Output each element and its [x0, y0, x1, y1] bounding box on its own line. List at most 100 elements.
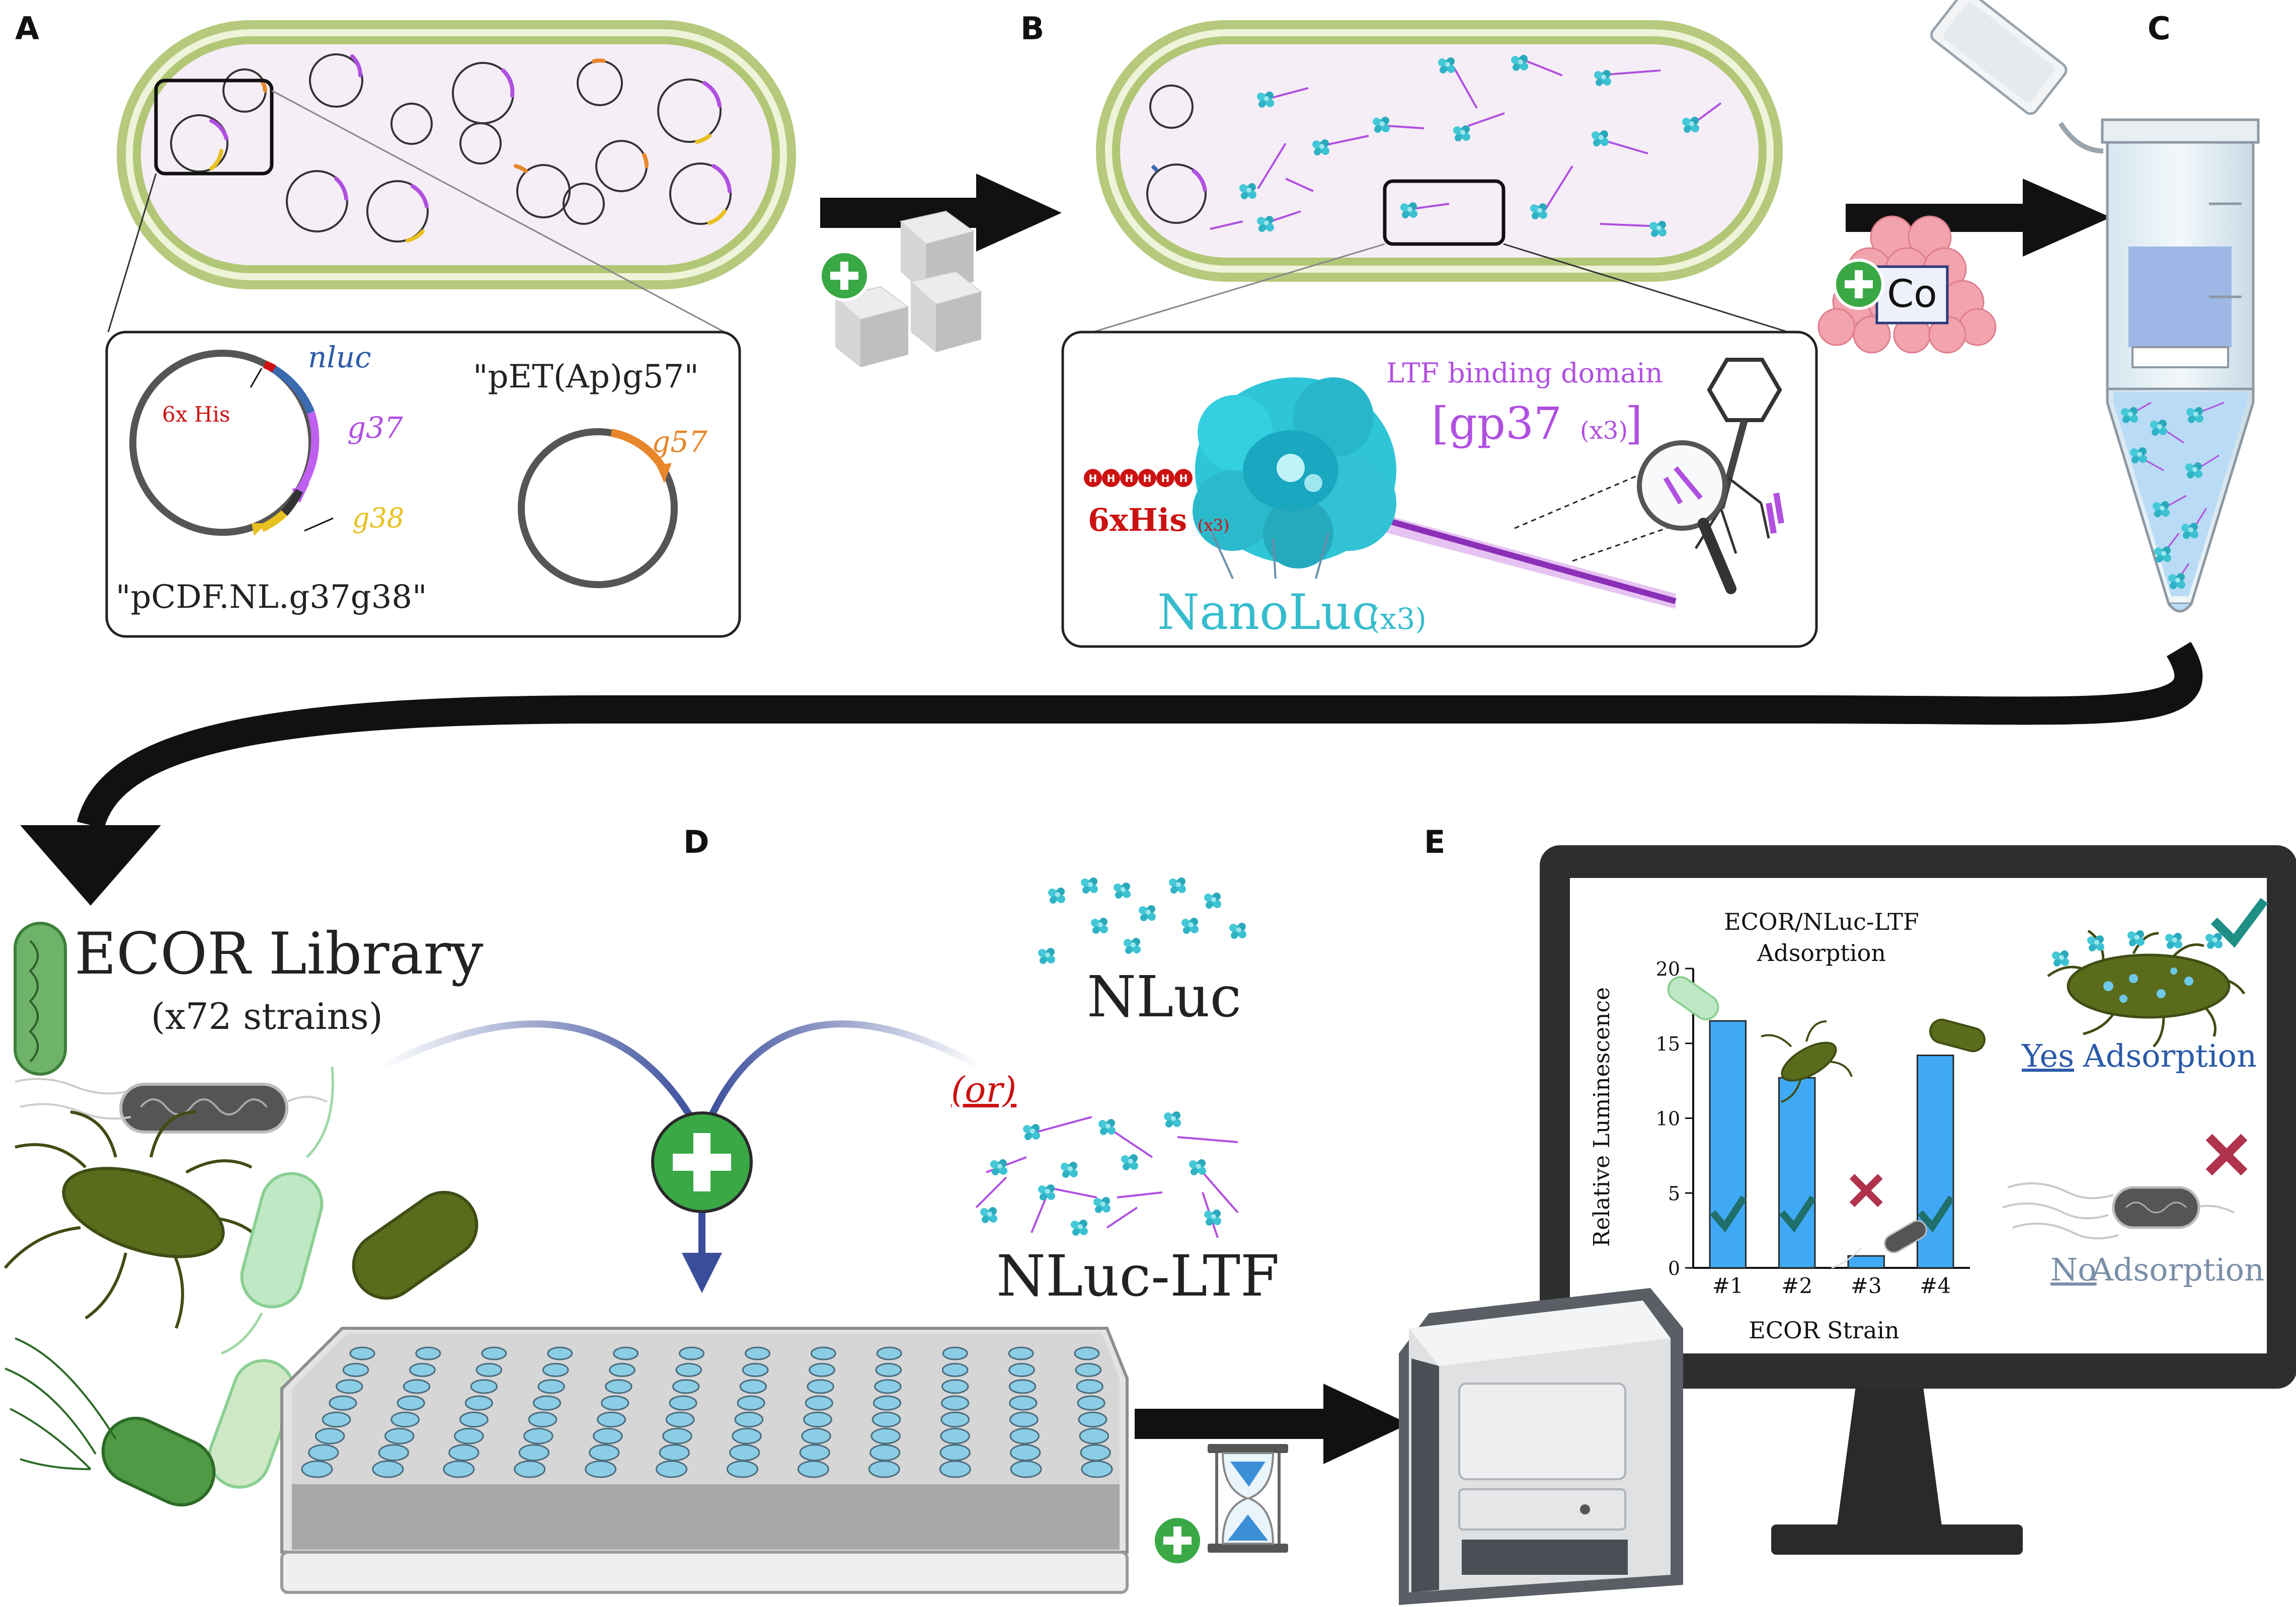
well: [939, 1460, 971, 1478]
yes-word: Yes: [2021, 1037, 2074, 1074]
well: [801, 1427, 831, 1444]
legend-yes-adsorption: Yes Adsorption: [2021, 898, 2268, 1074]
add-plus-icon: [1153, 1516, 1202, 1565]
his-bead-label: H: [1089, 472, 1097, 485]
well: [662, 1427, 692, 1444]
well: [1009, 1411, 1039, 1428]
well: [308, 1444, 339, 1462]
panel-label-a: A: [15, 10, 39, 47]
gene-label-nluc: nluc: [308, 340, 371, 374]
well: [1008, 1346, 1034, 1360]
his-bead-label: H: [1143, 472, 1152, 485]
chart-x-tick-label: #2: [1781, 1273, 1812, 1298]
well: [876, 1346, 902, 1360]
panel-b-protein-inset: H H H H H H 6xHis (x3) NanoLuc (x3) LTF …: [1061, 331, 1818, 648]
his-tag-construct-label: 6xHis: [1088, 502, 1187, 538]
well: [656, 1460, 688, 1478]
arrow-d-to-e: [1135, 1384, 1409, 1464]
well: [537, 1379, 565, 1394]
well: [322, 1411, 351, 1428]
phage-magnifier-icon: [1637, 358, 1784, 594]
panel-a-bacterium: [107, 20, 796, 333]
curved-arrow-c-to-d: [20, 641, 2203, 906]
well: [742, 1362, 769, 1377]
no-word: No: [2050, 1251, 2097, 1288]
well: [1076, 1379, 1103, 1394]
well: [809, 1362, 835, 1377]
arrow-a-to-b: [820, 174, 1062, 252]
his-bead-label: H: [1107, 472, 1116, 485]
well: [476, 1362, 503, 1377]
nanoluc-label: NanoLuc: [1157, 584, 1379, 640]
well: [665, 1411, 695, 1428]
check-icon: [1710, 1195, 1747, 1233]
arrow-b-to-c: [1846, 179, 2111, 257]
well: [810, 1346, 836, 1360]
nluc-label: NLuc: [1087, 965, 1241, 1030]
well: [593, 1427, 623, 1444]
add-plus-icon: [1835, 260, 1883, 308]
well: [659, 1444, 690, 1462]
check-icon: [2210, 898, 2268, 948]
merge-plus-icon: [651, 1111, 753, 1213]
legend-no-adsorption: No Adsorption: [2002, 1134, 2264, 1288]
well: [1008, 1379, 1037, 1394]
chart-y-tick-label: 10: [1656, 1108, 1680, 1130]
well: [329, 1395, 357, 1411]
plasmid-name-pcdf: "pCDF.NL.g37g38": [116, 579, 427, 616]
well: [868, 1460, 900, 1478]
well: [1009, 1395, 1038, 1411]
chart-x-tick-label: #3: [1851, 1273, 1882, 1298]
well: [470, 1379, 498, 1394]
nluc-cluster: [1038, 877, 1246, 964]
well: [314, 1427, 345, 1444]
well: [342, 1362, 369, 1377]
well: [532, 1395, 562, 1411]
check-icon: [1917, 1195, 1955, 1233]
well: [1078, 1411, 1107, 1428]
well: [941, 1362, 969, 1377]
well: [1074, 1346, 1100, 1360]
cross-icon: [2205, 1134, 2248, 1176]
well: [732, 1427, 762, 1444]
well: [1081, 1460, 1113, 1478]
plate-reader: [1399, 1288, 1683, 1605]
well: [448, 1444, 480, 1462]
well: [378, 1444, 409, 1462]
well: [589, 1444, 620, 1462]
well-grid: [301, 1346, 1113, 1478]
chart-x-tick-label: #4: [1920, 1273, 1951, 1298]
chart-x-tick-label: #1: [1712, 1273, 1744, 1298]
strain-icon-2: [1761, 1020, 1853, 1103]
well: [869, 1444, 901, 1462]
well: [870, 1427, 901, 1444]
gp37-close-bracket: ]: [1625, 397, 1642, 449]
well: [409, 1362, 436, 1377]
yes-rest: Adsorption: [2083, 1037, 2257, 1074]
hourglass-icon: [1208, 1444, 1288, 1553]
well: [613, 1346, 639, 1360]
well: [672, 1379, 700, 1394]
well: [547, 1346, 573, 1360]
ecor-bacteria-cluster: [4, 922, 479, 1507]
well: [873, 1395, 902, 1411]
well: [372, 1460, 404, 1478]
his-bead-label: H: [1161, 472, 1170, 485]
library-subtitle: (x72 strains): [151, 995, 383, 1037]
or-label: (or): [951, 1069, 1016, 1110]
well: [679, 1346, 705, 1360]
nanoluc-x3: (x3): [1369, 602, 1427, 636]
well: [737, 1395, 765, 1411]
well: [397, 1395, 425, 1411]
his-bead-label: H: [1125, 472, 1134, 485]
well: [1009, 1427, 1040, 1444]
well-plate: [280, 1327, 1129, 1594]
gene-label-g37: g37: [347, 411, 403, 445]
well: [464, 1395, 493, 1411]
well: [518, 1444, 549, 1462]
his-tag-beads: H H H H H H: [1084, 469, 1193, 487]
sugar-cubes-icon: [834, 210, 983, 367]
panel-c-spin-column: [1930, 0, 2260, 613]
well: [349, 1346, 375, 1360]
